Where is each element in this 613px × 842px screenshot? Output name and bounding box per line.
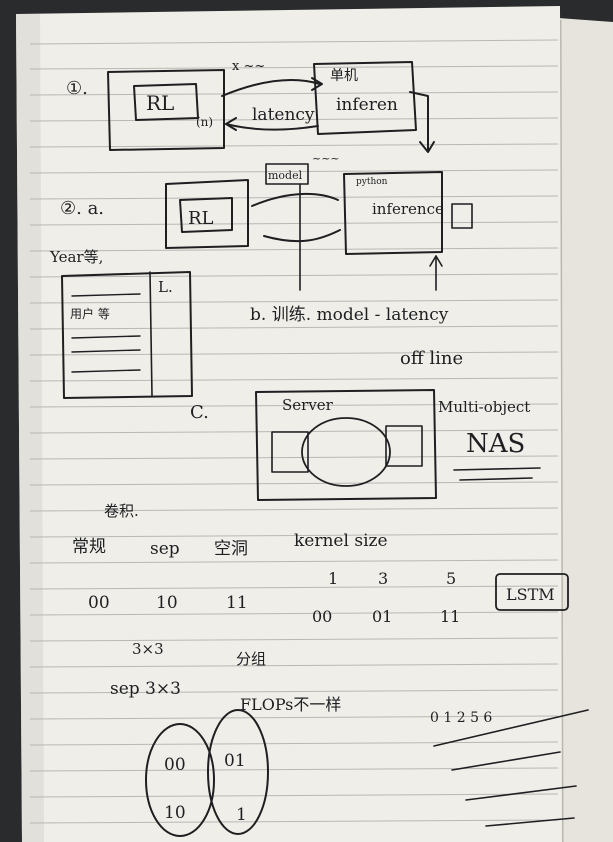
sec4-bit-sep: 10 <box>156 593 178 613</box>
sec2-list-line: 用户 等 <box>70 306 110 321</box>
sec4-3x3: 3×3 <box>132 640 164 658</box>
section-3-sketch: C. Server Multi-object NAS <box>190 389 541 501</box>
sec2-model-box: model <box>268 169 303 182</box>
sec2-b-label: b. 训练. model - latency <box>250 305 449 325</box>
sec4-label-normal: 常规 <box>72 537 106 557</box>
sec3-c-label: C. <box>190 402 209 423</box>
sec4-kval-3: 3 <box>378 569 388 588</box>
sec4-kval-5: 5 <box>446 569 456 588</box>
sec4-header: 卷积. <box>104 502 139 520</box>
sec4-circle-d: 1 <box>236 805 247 825</box>
sec4-bit2-c: 11 <box>440 607 460 626</box>
sec4-seq: 0 1 2 5 6 <box>430 710 492 726</box>
sec1-number: ①. <box>66 78 88 99</box>
sec4-label-sep: sep <box>150 539 180 559</box>
sec4-kval-1: 1 <box>328 569 338 588</box>
sec1-side-note: (n) <box>196 115 213 129</box>
sec4-circle-c: 01 <box>224 751 246 771</box>
sec4-bit-normal: 00 <box>88 593 110 613</box>
next-page <box>548 18 613 842</box>
sec2-number: ②. a. <box>60 198 104 219</box>
sec3-nas: NAS <box>466 429 525 459</box>
sec3-server: Server <box>282 396 334 414</box>
sec1-right-main: inferen <box>336 95 398 115</box>
sec4-bit2-b: 01 <box>372 607 392 626</box>
sec4-label-dilated: 空洞 <box>214 539 248 559</box>
sec4-sep33: sep 3×3 <box>110 679 181 699</box>
sec1-rl-label: RL <box>146 91 174 115</box>
section-2-sketch: ②. a. RL model ~~~ python inference Year… <box>49 152 473 399</box>
sec4-circle-b: 10 <box>164 803 186 823</box>
sec2-year-note: Year等, <box>49 248 103 266</box>
sec4-bit-dilated: 11 <box>226 593 248 613</box>
sec2-model-note: ~~~ <box>312 152 340 165</box>
sec4-circle-a: 00 <box>164 755 186 775</box>
sec2-python: python <box>356 177 388 187</box>
sec1-right-top: 单机 <box>330 68 358 84</box>
ruled-lines <box>29 39 559 824</box>
sec4-group: 分组 <box>236 650 266 668</box>
sec4-lstm: LSTM <box>506 585 555 604</box>
section-1-sketch: ①. RL x ~~ (n) latency 单机 inferen <box>66 59 435 153</box>
sec2-rl-label: RL <box>188 208 214 229</box>
sec1-top-note: x ~~ <box>232 59 265 74</box>
section-4-sketch: 卷积. 常规 sep 空洞 kernel size 1 3 5 00 10 11… <box>72 502 589 837</box>
sec4-circle-left <box>145 723 215 837</box>
sec2-inference: inference <box>372 200 444 218</box>
sec4-flops: FLOPs不一样 <box>240 695 341 714</box>
notebook-page <box>16 6 562 842</box>
sec2-l-label: L. <box>158 278 173 296</box>
sec4-kernel: kernel size <box>294 531 388 551</box>
sec1-arrow-label: latency <box>252 105 315 125</box>
sec2-offline: off line <box>400 348 463 369</box>
sec3-multi: Multi-object <box>438 398 530 416</box>
sec4-bit2-a: 00 <box>312 607 332 626</box>
sec4-circle-right <box>207 709 269 835</box>
